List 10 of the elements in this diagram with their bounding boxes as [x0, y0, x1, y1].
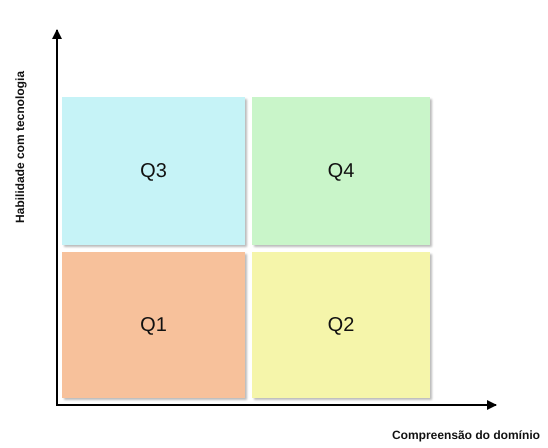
quadrant-label: Q3: [140, 160, 167, 182]
quadrant-box: [252, 97, 430, 245]
quadrant-label: Q1: [140, 314, 167, 336]
x-axis-title: Compreensão do domínio: [392, 428, 540, 442]
quadrant-box: [252, 252, 430, 398]
y-axis-title: Habilidade com tecnologia: [13, 70, 27, 226]
quadrant-label: Q2: [328, 314, 354, 336]
quadrant-label: Q4: [328, 160, 354, 182]
quadrant-box: [62, 97, 245, 245]
quadrant-box: [62, 252, 245, 398]
